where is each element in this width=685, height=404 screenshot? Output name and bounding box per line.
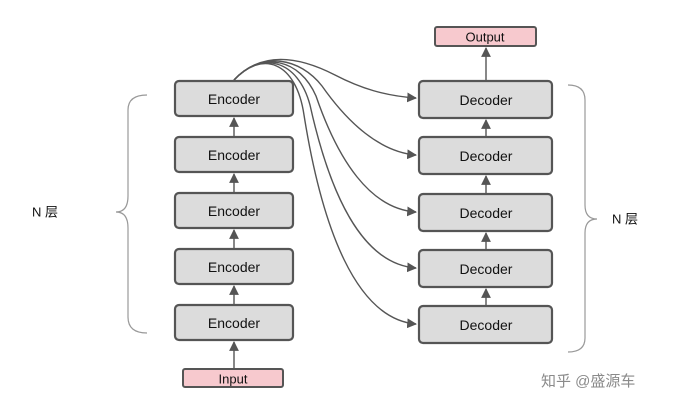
decoder-label-1: Decoder (460, 92, 513, 108)
encoder-label-4: Encoder (208, 259, 260, 275)
encoder-label-5: Encoder (208, 315, 260, 331)
decoder-block-2 (417, 135, 554, 176)
encoder-label-1: Encoder (208, 91, 260, 107)
right-brace-label: N 层 (612, 212, 638, 227)
input-box (182, 368, 284, 388)
output-box (434, 26, 537, 47)
decoder-label-2: Decoder (460, 148, 513, 164)
encoder-block-2 (173, 135, 295, 174)
arrow-encoder-to-decoder-5 (233, 63, 417, 329)
decoder-label-3: Decoder (460, 205, 513, 221)
watermark-text: 知乎 @盛源车 (541, 373, 635, 390)
encoder-stack: Encoder Encoder Encoder Encoder Encoder (173, 79, 295, 342)
decoder-label-4: Decoder (460, 261, 513, 277)
encoder-block-5 (173, 303, 295, 342)
encoder-block-1 (173, 79, 295, 118)
encoder-block-4 (173, 247, 295, 286)
encoder-label-2: Encoder (208, 147, 260, 163)
decoder-label-5: Decoder (460, 317, 513, 333)
decoder-stack: Decoder Decoder Decoder Decoder Decoder (417, 79, 554, 345)
left-brace-label: N 层 (32, 205, 58, 220)
output-label: Output (465, 30, 504, 45)
input-label: Input (219, 372, 248, 387)
right-brace (567, 84, 598, 353)
decoder-block-3 (417, 192, 554, 233)
decoder-block-4 (417, 248, 554, 289)
left-brace (115, 94, 148, 334)
encoder-label-3: Encoder (208, 203, 260, 219)
decoder-block-1 (417, 79, 554, 120)
decoder-block-5 (417, 304, 554, 345)
encoder-block-3 (173, 191, 295, 230)
